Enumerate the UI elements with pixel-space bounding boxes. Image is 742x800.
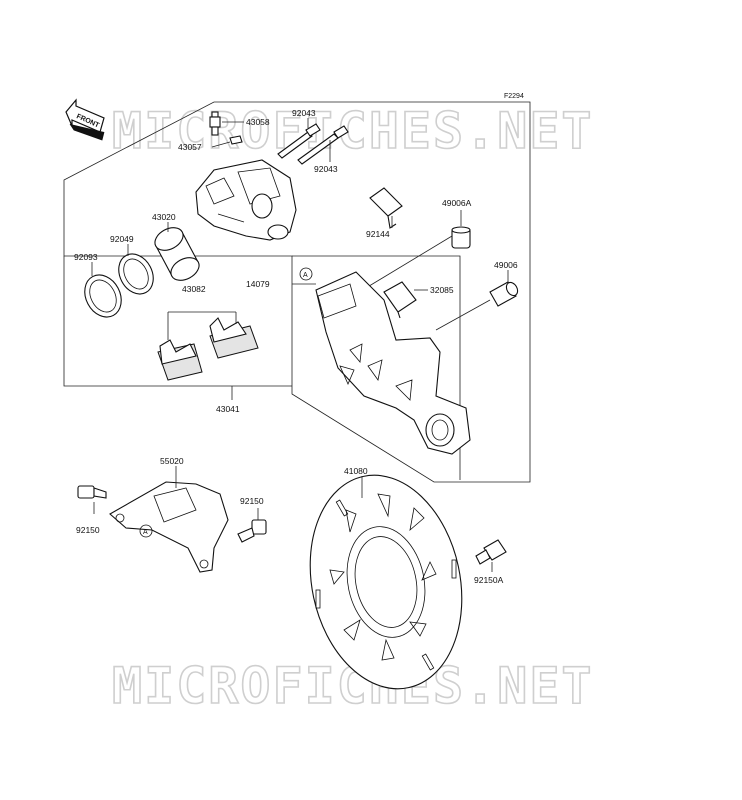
ref-a2-label: A (143, 529, 148, 536)
callout-14079: 14079 (246, 279, 270, 289)
callout-32085: 32085 (430, 285, 454, 295)
pin-boot (451, 226, 471, 249)
figure-code: F2294 (504, 93, 524, 100)
callout-92043-top: 92043 (292, 108, 316, 118)
callout-43082: 43082 (182, 284, 206, 294)
dust-seal (84, 274, 122, 318)
bolt-left (77, 485, 107, 499)
bleeder-cap (229, 135, 243, 145)
callout-92093: 92093 (74, 252, 98, 262)
callout-43020: 43020 (152, 212, 176, 222)
caliper-pins (277, 123, 349, 165)
callout-49006A: 49006A (442, 198, 472, 208)
caliper-piston (154, 227, 200, 281)
callout-92043-bottom: 92043 (314, 164, 338, 174)
callout-92049: 92049 (110, 234, 134, 244)
front-arrow-icon: FRONT (65, 98, 105, 141)
callout-43057: 43057 (178, 142, 202, 152)
bleeder-screw (209, 111, 221, 136)
ref-circle-a1 (299, 267, 313, 281)
callout-92150-left: 92150 (76, 525, 100, 535)
caliper-body (195, 159, 297, 241)
watermark-top: MICROFICHES.NET (112, 102, 594, 160)
callout-92150-right: 92150 (240, 496, 264, 506)
pin-boot-small (489, 281, 519, 307)
disc-bolt (475, 539, 507, 565)
piston-seal (118, 253, 154, 295)
caliper-guard (109, 481, 229, 573)
callout-49006: 49006 (494, 260, 518, 270)
caliper-bracket (315, 271, 471, 455)
brake-pads (157, 317, 259, 381)
ref-circle-a2 (139, 524, 153, 538)
assembly-box-lower (63, 256, 292, 387)
pad-spring-plate (383, 281, 417, 319)
brake-disc (309, 474, 463, 690)
callout-41080: 41080 (344, 466, 368, 476)
callout-55020: 55020 (160, 456, 184, 466)
callout-43058: 43058 (246, 117, 270, 127)
ref-a1-label: A (303, 272, 308, 279)
callout-92144: 92144 (366, 229, 390, 239)
callout-43041: 43041 (216, 404, 240, 414)
bolt-right (237, 519, 267, 543)
pad-spring-clip (369, 187, 403, 229)
callout-92150A: 92150A (474, 575, 504, 585)
